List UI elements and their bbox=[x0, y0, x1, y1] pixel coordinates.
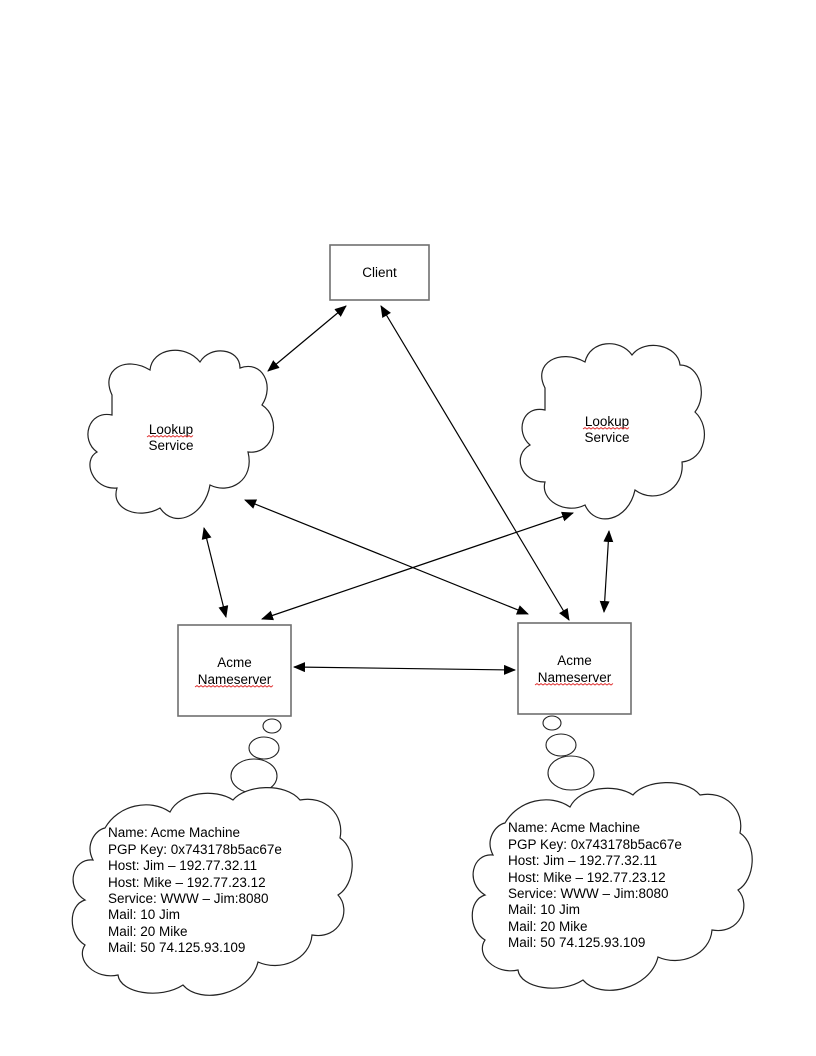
record-line: Mail: 50 74.125.93.109 bbox=[508, 935, 645, 950]
record-line: Mail: 20 Mike bbox=[108, 924, 188, 939]
ns-left-line2: Nameserver bbox=[198, 672, 272, 687]
record-line: Name: Acme Machine bbox=[108, 825, 240, 840]
lookup-service-right: Lookup Service bbox=[519, 343, 705, 520]
lookup-right-line2: Service bbox=[584, 430, 629, 445]
arrow-lookup-right-ns-right bbox=[599, 530, 614, 613]
lookup-service-left: Lookup Service bbox=[87, 349, 275, 520]
lookup-right-line1: Lookup bbox=[585, 414, 629, 429]
record-line: Name: Acme Machine bbox=[508, 820, 640, 835]
spellcheck-underline bbox=[146, 434, 194, 438]
spellcheck-underline bbox=[534, 682, 614, 686]
lookup-left-line1: Lookup bbox=[149, 422, 193, 437]
record-line: Mail: 10 Jim bbox=[508, 902, 580, 917]
cloud-shape bbox=[87, 349, 275, 520]
record-line: Mail: 50 74.125.93.109 bbox=[108, 940, 245, 955]
record-line: PGP Key: 0x743178b5ac67e bbox=[108, 842, 282, 857]
thought-bubbles-left bbox=[230, 718, 282, 794]
arrow-ns-left-ns-right bbox=[293, 662, 516, 675]
connections bbox=[201, 305, 614, 675]
records-cloud-right: Name: Acme Machine PGP Key: 0x743178b5ac… bbox=[471, 782, 753, 991]
records-cloud-left: Name: Acme Machine PGP Key: 0x743178b5ac… bbox=[71, 787, 353, 996]
ns-right-line1: Acme bbox=[557, 653, 592, 668]
client-node: Client bbox=[329, 244, 430, 301]
records-right-text: Name: Acme Machine PGP Key: 0x743178b5ac… bbox=[508, 820, 682, 950]
records-left-text: Name: Acme Machine PGP Key: 0x743178b5ac… bbox=[108, 825, 282, 955]
arrow-lookup-right-ns-left bbox=[261, 511, 574, 621]
lookup-left-line2: Service bbox=[148, 438, 193, 453]
spellcheck-underline bbox=[194, 684, 274, 688]
arrow-lookup-left-ns-left bbox=[201, 527, 229, 618]
cloud-shape bbox=[71, 787, 353, 996]
arrow-client-lookup-left bbox=[267, 305, 347, 372]
ns-left-line1: Acme bbox=[217, 655, 252, 670]
record-line: Mail: 10 Jim bbox=[108, 907, 180, 922]
nameserver-left: Acme Nameserver bbox=[177, 624, 292, 717]
record-line: Host: Mike – 192.77.23.12 bbox=[508, 870, 666, 885]
thought-bubbles-right bbox=[542, 715, 595, 791]
cloud-shape bbox=[471, 782, 753, 991]
arrow-lookup-left-ns-right bbox=[244, 499, 529, 615]
nameserver-right: Acme Nameserver bbox=[517, 622, 632, 715]
record-line: Host: Mike – 192.77.23.12 bbox=[108, 875, 266, 890]
record-line: PGP Key: 0x743178b5ac67e bbox=[508, 837, 682, 852]
record-line: Mail: 20 Mike bbox=[508, 919, 588, 934]
record-line: Host: Jim – 192.77.32.11 bbox=[508, 853, 657, 868]
record-line: Service: WWW – Jim:8080 bbox=[108, 891, 269, 906]
spellcheck-underline bbox=[582, 426, 630, 430]
cloud-shape bbox=[519, 343, 705, 520]
client-label: Client bbox=[362, 265, 397, 280]
record-line: Service: WWW – Jim:8080 bbox=[508, 886, 669, 901]
ns-right-line2: Nameserver bbox=[538, 670, 612, 685]
record-line: Host: Jim – 192.77.32.11 bbox=[108, 858, 257, 873]
